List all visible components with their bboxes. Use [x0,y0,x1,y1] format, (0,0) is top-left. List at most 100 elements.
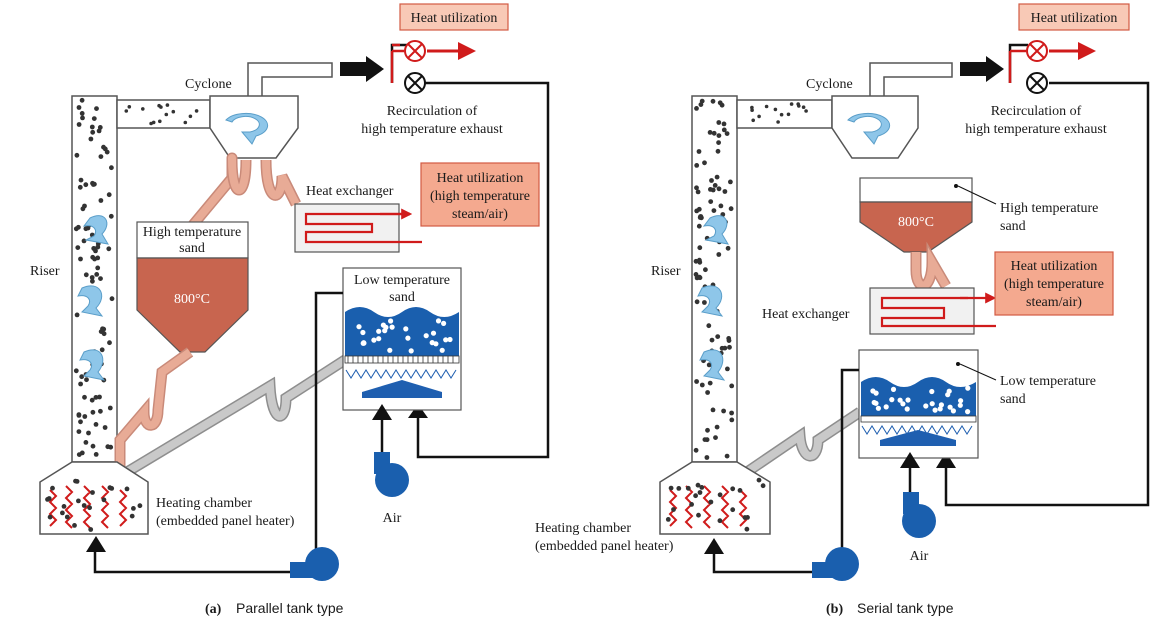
particle [78,177,84,183]
swirl-arrow-icon [697,112,891,381]
recirc-label-line2: high temperature exhaust [361,122,503,137]
particle [694,208,700,214]
chamber-particles [665,477,766,532]
cyclone-label: Cyclone [806,77,853,92]
heating-label-line1: Heating chamber [535,521,631,536]
particle [439,347,445,353]
blower-icon [290,547,339,581]
particle [676,486,682,491]
particle [789,102,794,106]
particle [77,184,83,190]
particle [408,348,414,354]
duct-particles [124,103,199,126]
hot-temp-label: 800°C [898,215,934,230]
particle [958,398,964,404]
air-inlet: Air [900,452,936,564]
particle [159,105,163,109]
particle [727,344,732,350]
particle [98,198,104,203]
particle [905,397,911,403]
particle [124,486,130,492]
particle [900,401,906,407]
particle [387,347,393,353]
blower-icon [812,547,859,581]
heat-utilization-outlet: Heat utilization [1008,3,1130,94]
particle [81,503,87,508]
particle [107,405,113,411]
particle [382,328,388,334]
low-temperature-sand-bed: Low temperature sand [858,349,1096,459]
particle [702,160,707,166]
particle [726,336,732,341]
particle [717,492,723,498]
heating-chamber: Heating chamber (embedded panel heater) [535,461,771,554]
particle [709,178,714,183]
particle [716,252,722,257]
particle [83,226,89,232]
particle [78,256,83,262]
particle [796,102,800,106]
heat-util-top-label: Heat utilization [1031,11,1118,26]
caption-text: Serial tank type [857,600,954,616]
particle [109,165,114,171]
air-label: Air [910,549,929,564]
particle [671,507,676,512]
particle [94,106,99,111]
particle [61,504,67,509]
particle [689,502,694,507]
particle [78,381,83,387]
particle [946,388,952,394]
air-label: Air [383,511,402,526]
particle [441,320,447,326]
particle [709,337,715,343]
particle [697,490,703,495]
particle [696,512,701,518]
chamber-particles [45,478,143,532]
particle [890,386,897,392]
high-sand-label-line1: High temperature [1000,201,1098,216]
riser [691,95,738,463]
fluidized-bubbles [356,318,453,354]
particle [87,505,92,511]
particle [716,120,722,125]
particle [694,185,699,191]
particle [92,256,97,262]
particle [715,334,721,339]
particle [904,406,910,412]
particle [107,340,112,346]
particle [47,514,53,520]
particle [699,382,705,388]
particle [703,267,708,273]
cyclone-exhaust [869,56,1004,96]
particle [705,390,710,395]
particle [883,404,889,410]
particle [929,401,935,407]
particle [730,486,736,492]
particle [889,397,895,403]
high-sand-label-line1: High temperature [143,225,241,240]
particle [109,296,115,302]
particle [719,102,725,108]
heat-util-hx-line3: steam/air) [1026,295,1082,310]
particle [137,503,143,509]
particle [947,404,953,410]
blower-icon [374,452,409,497]
particle [106,246,112,252]
particle [938,402,945,408]
particle [90,490,95,495]
panel-parallel: Heat utilization High tempe [30,3,550,617]
particle [693,493,698,499]
particle [957,402,963,408]
particle [710,407,716,413]
particle [721,408,726,414]
particle [433,341,439,347]
particle [932,407,938,413]
recirc-label-line1: Recirculation of [991,104,1082,119]
particle [108,213,114,219]
riser-label: Riser [30,264,60,279]
particle [388,318,394,324]
particle [708,499,714,505]
particle [149,121,153,126]
particle [76,452,82,457]
particle [83,182,89,188]
